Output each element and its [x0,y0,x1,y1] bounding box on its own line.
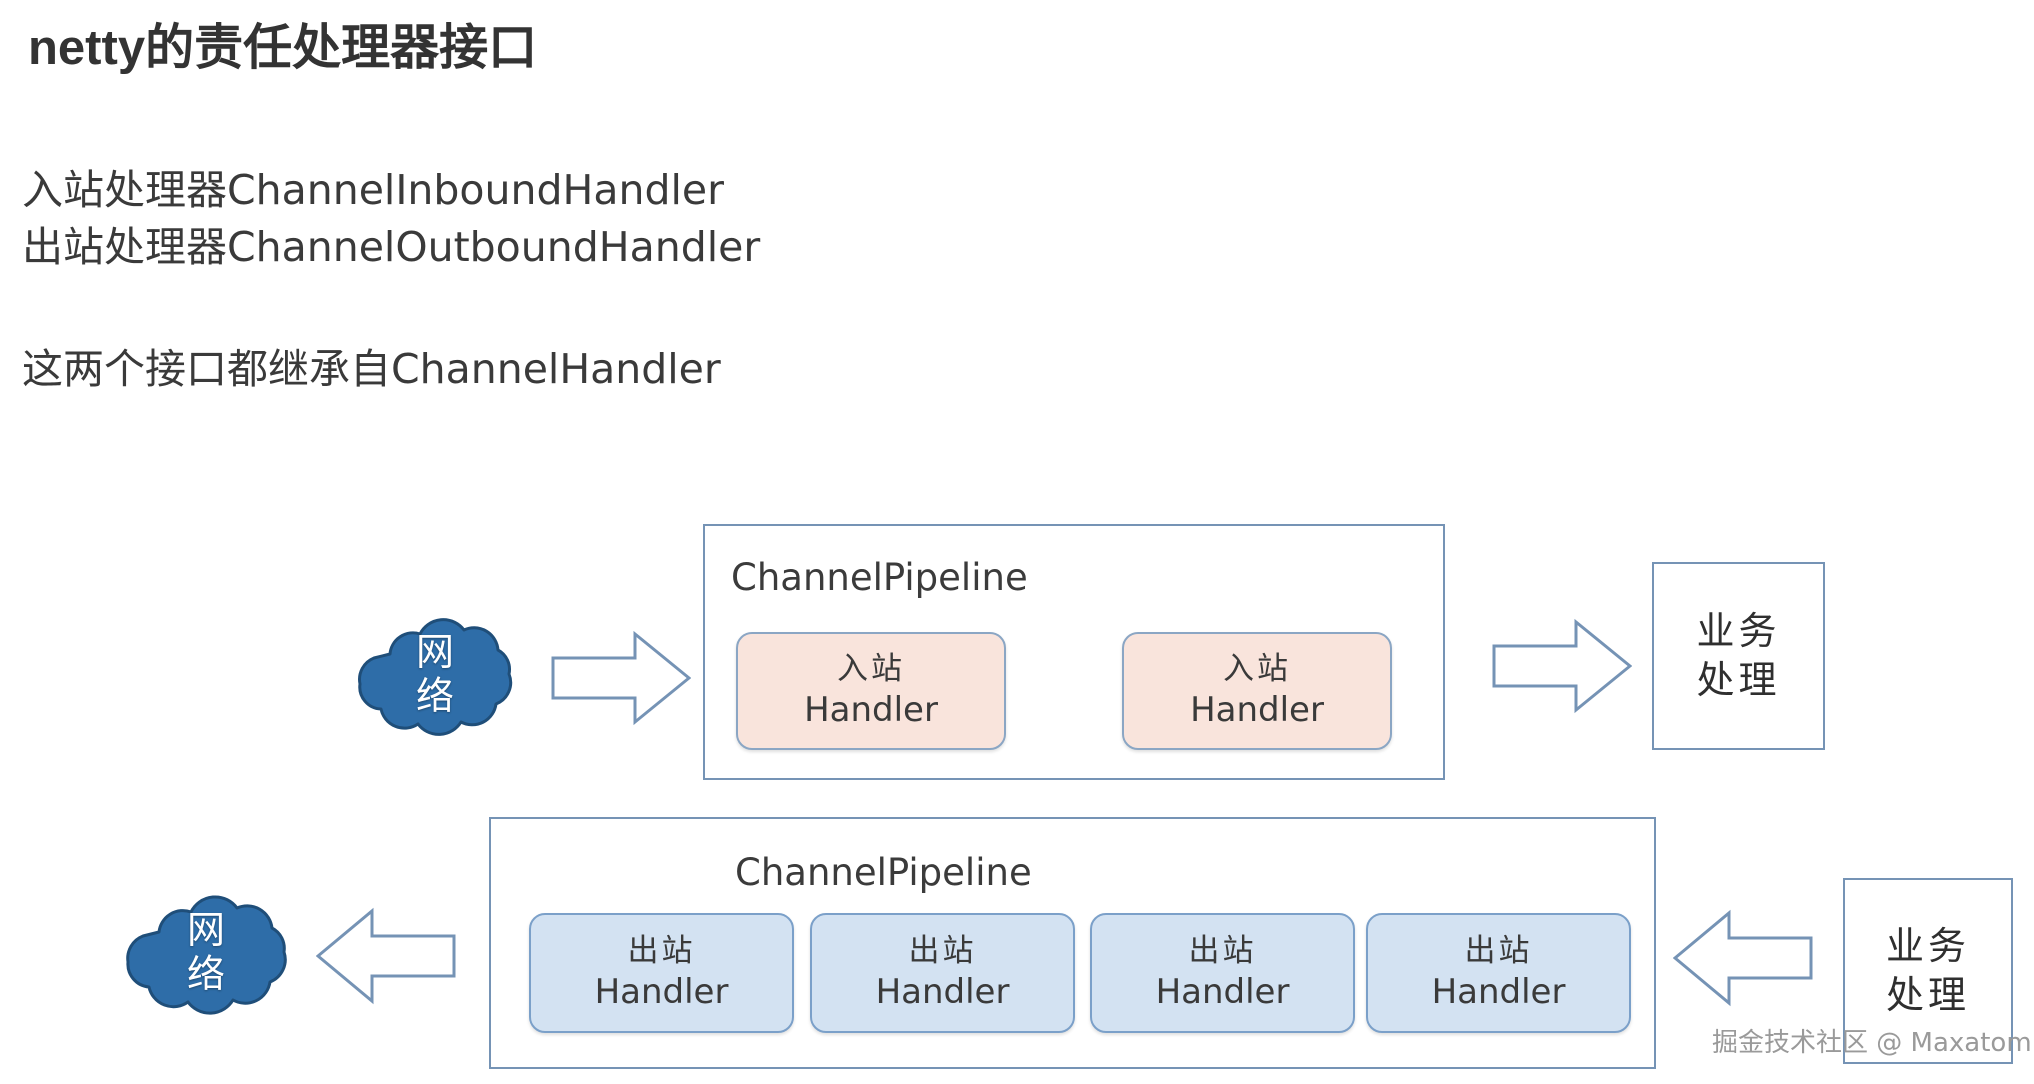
arrow-left-icon [1673,909,1813,1007]
arrow-pipeline-to-business [1492,618,1632,714]
business-label-line1: 业务 [1885,923,1970,968]
channel-pipeline-outbound-label: ChannelPipeline [735,851,1032,894]
arrow-network-to-pipeline [551,630,691,726]
outbound-handler-2[interactable]: 出站 Handler [810,913,1075,1033]
page-title: netty的责任处理器接口 [28,21,538,75]
business-label-line2: 处理 [1696,658,1781,702]
cloud-icon [358,618,513,736]
network-cloud-outbound: 网 络 [113,890,299,1016]
arrow-right-icon [1492,618,1632,714]
outbound-handler-2-en: Handler [875,972,1010,1013]
outbound-handler-3-en: Handler [1155,972,1290,1013]
arrow-pipeline-to-network [316,906,456,1006]
outbound-handler-1-cn: 出站 [627,933,696,970]
arrow-business-to-pipeline [1673,908,1813,1008]
business-process-inbound: 业务 处理 [1652,562,1825,750]
inbound-handler-2-en: Handler [1190,690,1324,731]
paragraph-inherits-channelhandler: 这两个接口都继承自ChannelHandler [22,345,721,393]
inbound-handler-2[interactable]: 入站 Handler [1122,632,1392,750]
channel-pipeline-inbound-label: ChannelPipeline [731,556,1028,599]
outbound-handler-1[interactable]: 出站 Handler [529,913,794,1033]
inbound-handler-1-cn: 入站 [837,651,905,688]
outbound-handler-4-cn: 出站 [1464,933,1533,970]
arrow-left-icon [316,907,456,1005]
network-cloud-inbound: 网 络 [346,612,524,738]
paragraph-outbound-handler: 出站处理器ChannelOutboundHandler [22,223,761,271]
paragraph-inbound-handler: 入站处理器ChannelInboundHandler [22,166,724,214]
inbound-handler-2-cn: 入站 [1223,651,1291,688]
outbound-handler-4-en: Handler [1431,972,1566,1013]
inbound-handler-1-en: Handler [804,690,938,731]
inbound-handler-1[interactable]: 入站 Handler [736,632,1006,750]
business-label-line1: 业务 [1696,608,1781,653]
watermark: 掘金技术社区 @ Maxatom [1712,1028,2032,1058]
business-process-outbound: 业务 处理 [1843,878,2013,1064]
outbound-handler-1-en: Handler [594,972,729,1013]
outbound-handler-3-cn: 出站 [1188,933,1257,970]
business-label-line2: 处理 [1885,973,1970,1017]
outbound-handler-4[interactable]: 出站 Handler [1366,913,1631,1033]
outbound-handler-2-cn: 出站 [908,933,977,970]
arrow-right-icon [551,630,691,726]
cloud-icon [126,895,287,1015]
outbound-handler-3[interactable]: 出站 Handler [1090,913,1355,1033]
